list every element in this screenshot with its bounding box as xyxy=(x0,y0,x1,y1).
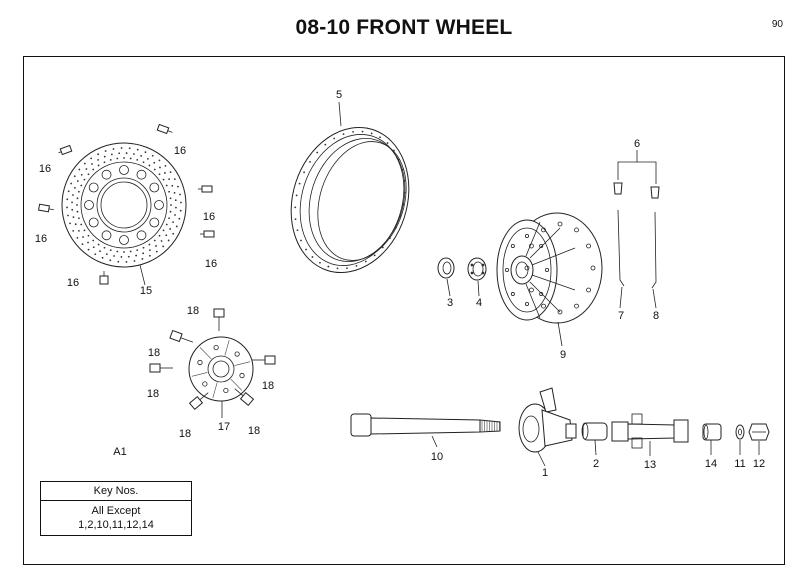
callout-18: 18 xyxy=(179,428,191,440)
callout-18: 18 xyxy=(248,425,260,437)
callout-16: 16 xyxy=(174,145,186,157)
callout-5: 5 xyxy=(336,89,342,101)
key-table-line-2: 1,2,10,11,12,14 xyxy=(78,519,154,531)
callout-18: 18 xyxy=(147,388,159,400)
disc-bolts-part-16 xyxy=(37,123,215,285)
spindle-part-13 xyxy=(611,413,689,449)
key-numbers-table: Key Nos. All Except 1,2,10,11,12,14 xyxy=(40,481,192,536)
disc-carrier-part-17 xyxy=(188,336,254,402)
callout-16: 16 xyxy=(67,277,79,289)
carrier-bolts-part-18 xyxy=(149,308,276,410)
callout-2: 2 xyxy=(593,458,599,470)
key-table-header: Key Nos. xyxy=(40,481,192,501)
callout-9: 9 xyxy=(560,349,566,361)
callout-18: 18 xyxy=(187,305,199,317)
callout-15: 15 xyxy=(140,285,152,297)
leader-6 xyxy=(617,161,657,184)
leader-lines xyxy=(139,101,760,467)
spokes-part-7-8 xyxy=(613,182,660,289)
wheel-hub-part-9 xyxy=(496,212,603,324)
key-table-body: All Except 1,2,10,11,12,14 xyxy=(40,500,192,536)
bush-part-14 xyxy=(702,423,722,441)
key-table-line-1: All Except xyxy=(91,505,141,517)
callout-8: 8 xyxy=(653,310,659,322)
legend-label: A1 xyxy=(113,446,127,458)
spacer-part-2 xyxy=(581,422,608,441)
washer-part-11 xyxy=(735,424,745,440)
brake-disc-part-15 xyxy=(61,142,187,268)
callout-10: 10 xyxy=(431,451,443,463)
callout-16: 16 xyxy=(35,233,47,245)
diagram-frame xyxy=(23,56,785,565)
speedometer-drive-part-1 xyxy=(518,387,577,453)
callout-16: 16 xyxy=(205,258,217,270)
page-number: 90 xyxy=(771,19,783,30)
bearing-part-4 xyxy=(467,257,487,281)
callout-12: 12 xyxy=(753,458,765,470)
wheel-rim-part-5 xyxy=(290,126,410,274)
callout-7: 7 xyxy=(618,310,624,322)
callout-1: 1 xyxy=(542,467,548,479)
callout-3: 3 xyxy=(447,297,453,309)
callout-18: 18 xyxy=(148,347,160,359)
axle-part-10 xyxy=(350,413,501,437)
callout-16: 16 xyxy=(39,163,51,175)
callout-17: 17 xyxy=(218,421,230,433)
seal-part-3 xyxy=(437,257,455,279)
callout-18: 18 xyxy=(262,380,274,392)
callout-13: 13 xyxy=(644,459,656,471)
page-title: 08-10 FRONT WHEEL xyxy=(295,16,513,39)
callout-16: 16 xyxy=(203,211,215,223)
callout-11: 11 xyxy=(734,458,745,470)
nut-part-12 xyxy=(748,423,770,441)
callout-14: 14 xyxy=(705,458,717,470)
callout-4: 4 xyxy=(476,297,482,309)
callout-6: 6 xyxy=(634,138,640,150)
